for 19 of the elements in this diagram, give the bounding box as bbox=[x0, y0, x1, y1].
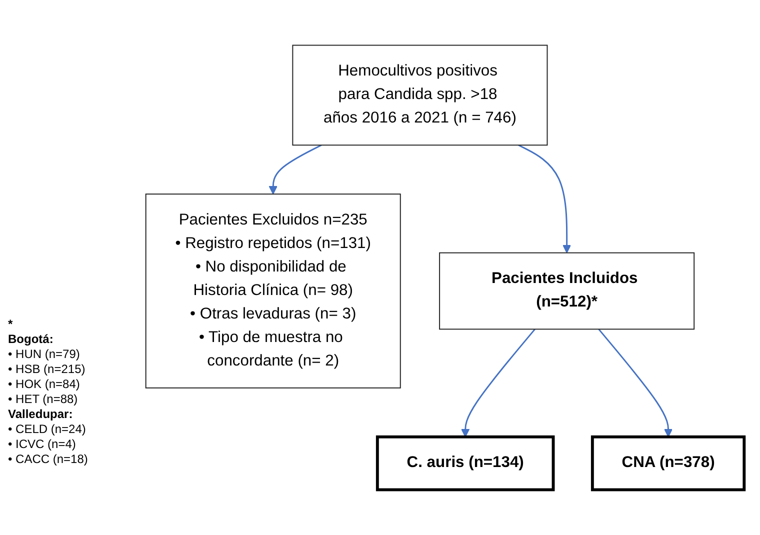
node-box: Pacientes Excluidos n=235 • Registro repetidos (n=131) • No disponibilidad de Historia Clínica (n= 98) • Otras levaduras (n= 3) • Tipo de muestra no concordante (n= 2) bbox=[145, 194, 401, 388]
hospital-count: • HSB (n=215) bbox=[8, 362, 86, 377]
hospital-count: • CELD (n=24) bbox=[8, 422, 87, 437]
hospital-count: • CACC (n=18) bbox=[8, 452, 89, 467]
hospital-count: • ICVC (n=4) bbox=[8, 437, 77, 452]
city-heading: Bogotá: bbox=[8, 332, 54, 347]
arrow bbox=[268, 144, 322, 194]
arrow bbox=[598, 328, 673, 438]
hospital-count: • HET (n=88) bbox=[8, 392, 79, 407]
footnote-mark: * bbox=[8, 317, 14, 332]
city-heading: Valledupar: bbox=[8, 407, 74, 422]
node-box: Pacientes Incluidos (n=512)* bbox=[439, 252, 695, 330]
arrow bbox=[518, 144, 572, 254]
hospital-count: • HOK (n=84) bbox=[8, 377, 81, 392]
hospital-count: • HUN (n=79) bbox=[8, 347, 81, 362]
node-box: CNA (n=378) bbox=[590, 435, 746, 492]
arrow bbox=[461, 328, 536, 438]
node-box: C. auris (n=134) bbox=[376, 435, 555, 492]
node-box: Hemocultivos positivos para Candida spp. >18 años 2016 a 2021 (n = 746) bbox=[292, 44, 548, 146]
